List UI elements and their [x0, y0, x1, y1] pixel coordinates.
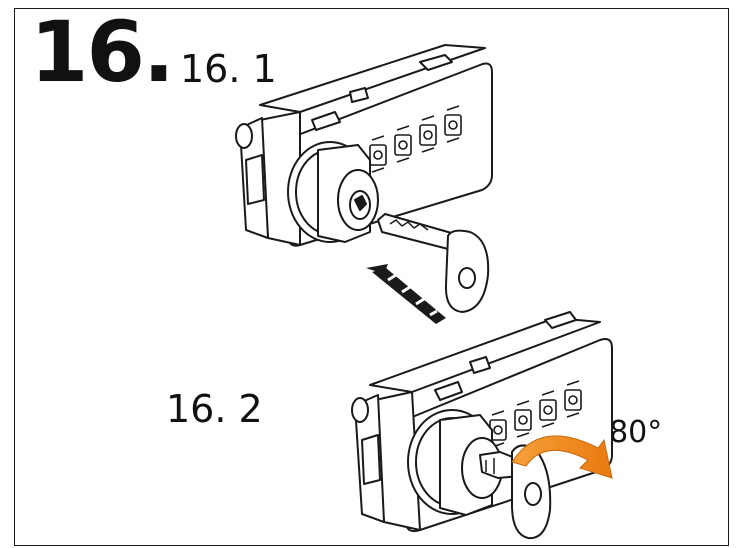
substep-2-label: 16. 2 [166, 387, 263, 431]
step-number: 16. [30, 3, 175, 101]
lock-assembly-icon [235, 44, 493, 247]
diagram-frame [14, 8, 729, 546]
rotate-arrow-icon [511, 435, 613, 479]
key-icon [479, 444, 552, 540]
substep-1-label: 16. 1 [180, 47, 277, 91]
lock-assembly-icon [351, 311, 613, 533]
key-icon [377, 213, 490, 313]
insert-arrow-icon [366, 264, 446, 324]
